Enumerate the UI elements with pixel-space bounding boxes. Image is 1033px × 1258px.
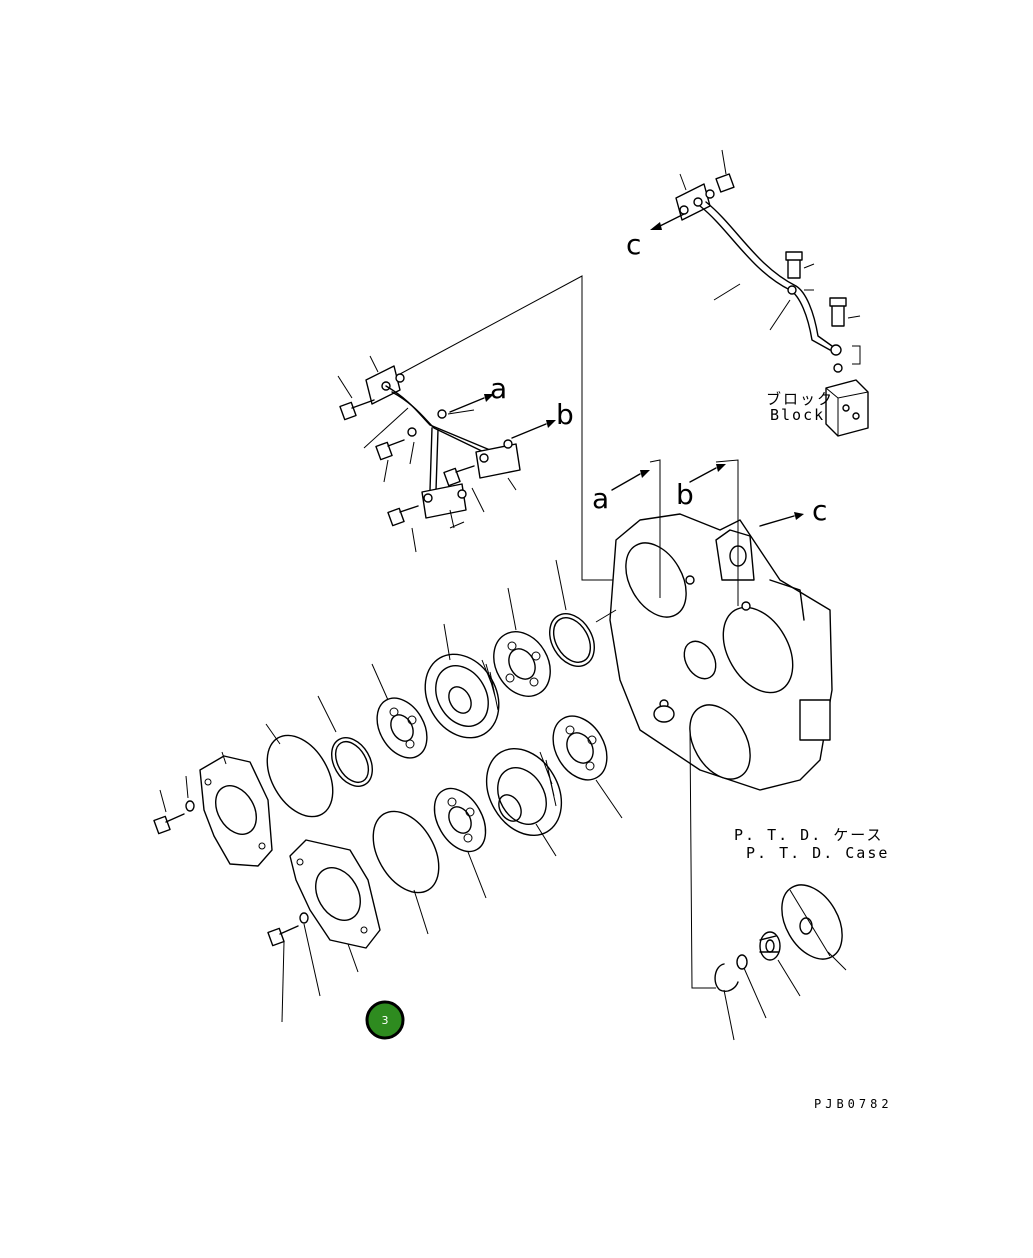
bolt-2 (375, 439, 405, 461)
bolt-1 (339, 399, 375, 421)
gear-upper (424, 653, 500, 739)
ptd-case-label-en: P. T. D. Case (746, 844, 889, 862)
cover-lower (289, 839, 381, 973)
tube-assembly-left (337, 275, 620, 581)
gear-lower (485, 747, 563, 837)
bearing-upper-left (376, 697, 428, 759)
drawing-code: PJB0782 (814, 1097, 893, 1111)
tube-assembly-right (650, 149, 869, 437)
o-ring-lower (372, 810, 440, 894)
block-label-en: Block (770, 406, 825, 424)
bolt-3 (443, 465, 475, 487)
disc-plate (781, 884, 843, 960)
arrow-label-a: a (490, 372, 507, 405)
case-label-b: b (676, 478, 694, 511)
case-label-a: a (592, 482, 609, 515)
bearing-small (759, 931, 781, 961)
ptd-case-label-jp: P. T. D. ケース (734, 826, 884, 844)
block-part (825, 379, 869, 437)
upper-gear-train (265, 559, 617, 818)
arrow-label-c: c (626, 228, 641, 261)
bolt-cover-lower (267, 912, 321, 1023)
snap-ring-left (331, 737, 373, 787)
hotspot-marker[interactable]: 3 (365, 1000, 405, 1040)
hotspot-circle[interactable] (365, 1000, 405, 1040)
cover-upper (199, 751, 273, 867)
lower-gear-train (372, 715, 623, 935)
case-label-c: c (812, 494, 827, 527)
bearing-lower-left (433, 787, 487, 853)
hotspot-number: 3 (382, 1014, 389, 1027)
bottom-right-parts (714, 884, 847, 1041)
block-label-jp: ブロック (766, 390, 834, 408)
bolt-cover-upper (153, 775, 195, 835)
bolt-4 (387, 505, 419, 527)
ptd-case (609, 459, 833, 989)
arrow-label-b: b (556, 398, 574, 431)
bearing-lower-right (552, 715, 608, 781)
o-ring-upper (266, 734, 334, 818)
bearing-upper-right (493, 631, 551, 697)
